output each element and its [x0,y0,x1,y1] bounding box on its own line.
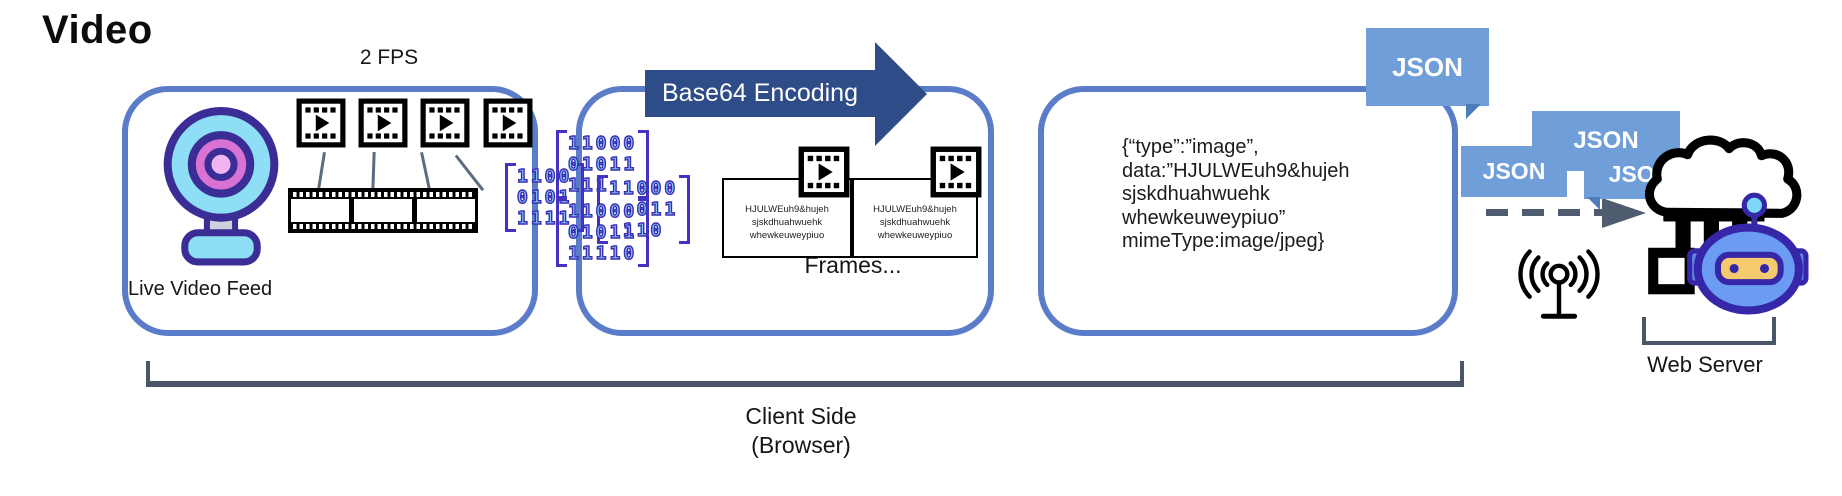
payload-line: sjskdhuahwuehk [1122,183,1270,205]
encode-arrow: Base64 Encoding [645,70,875,117]
binary-row: 11000 [567,200,638,222]
json-badge: JSON [1366,28,1489,119]
payload-line: mimeType:image/jpeg} [1122,230,1325,252]
binary-row: 01011 [567,221,638,243]
cloud-server-robot-icon [1644,135,1809,315]
frame-card-line: HJULWEuh9&hujeh [873,203,957,215]
json-badge: JSON [1461,146,1567,197]
payload-line: whewkeuweypiuo” [1122,206,1286,229]
film-frame-icon [358,98,408,148]
binary-row: 01011 [567,153,638,175]
page-title: Video [42,8,153,52]
film-strip-icon [288,188,478,233]
binary-row: 110 [609,219,665,241]
frame-card-line: sjskdhuahwuehk [879,216,951,228]
client-side-caption: Client Side (Browser) [601,402,1001,460]
client-bracket [146,361,1464,387]
film-frame-icon [483,98,533,148]
payload-line: data:”HJULWEuh9&hujeh [1122,159,1350,182]
binary-matrix: 11000 01011 11110 [556,198,650,267]
binary-row: 11110 [567,242,638,264]
film-frame-icon [798,146,850,198]
frame-card-line: HJULWEuh9&hujeh [745,203,829,215]
webcam-base [181,229,261,266]
webcam-icon [163,107,279,266]
film-frame-icon [930,146,982,198]
json-badge-label: JSON [1392,51,1463,82]
antenna-icon [1518,249,1600,319]
robot-head [1687,192,1809,315]
encode-arrow-head [875,42,927,146]
capture-box [122,86,538,336]
frame-card-line: sjskdhuahwuehk [751,216,823,228]
client-side-label: Client Side [745,403,857,429]
browser-label: (Browser) [751,432,851,458]
server-bracket [1642,317,1776,345]
frame-card-line: whewkeuweypiuo [877,229,953,241]
frame-card-line: whewkeuweypiuo [749,229,825,241]
dashed-arrow [1486,209,1604,216]
fps-label: 2 FPS [359,46,419,69]
web-server-label: Web Server [1647,352,1763,377]
payload-line: {“type”:”image”, [1122,136,1259,158]
dashed-arrow-head [1602,198,1646,228]
encode-arrow-label: Base64 Encoding [662,79,858,107]
binary-matrix: 11000 011 110 [597,175,691,244]
binary-row: 11000 [567,132,638,154]
payload-box [1038,86,1458,336]
film-frame-icon [420,98,470,148]
binary-row: 11000 [608,177,679,199]
json-badge-label: JSON [1482,158,1546,184]
payload-text: {“type”:”image”, data:”HJULWEuh9&hujeh s… [1122,136,1422,254]
server-node [1648,247,1695,295]
binary-row: 011 [609,198,679,220]
film-frame-icon [296,98,346,148]
cloud-shape [1644,135,1802,218]
